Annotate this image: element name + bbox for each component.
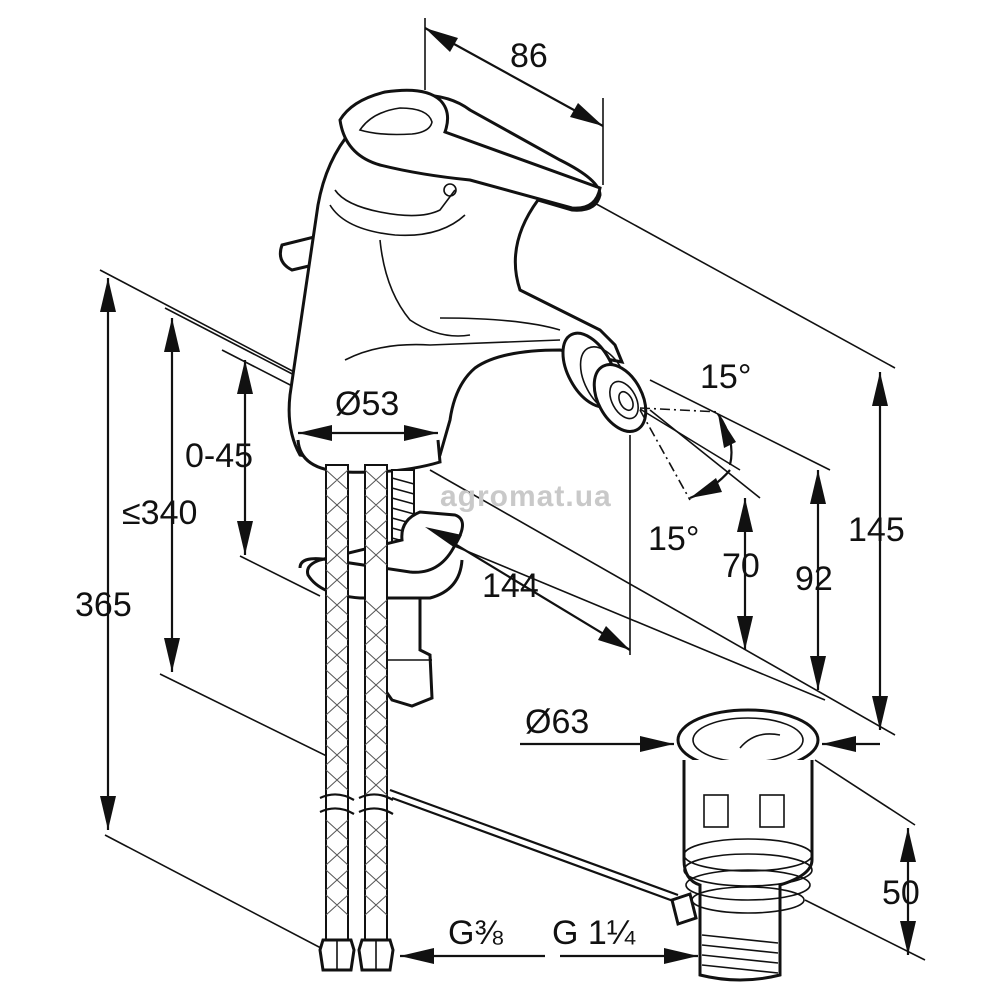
dim-deck-thickness: 0-45	[185, 437, 253, 475]
dim-waste-thread: G 1¼	[552, 914, 636, 952]
dim-spout-height: 92	[795, 560, 833, 598]
watermark: agromat.ua	[440, 480, 612, 513]
dim-max-height: ≤340	[122, 494, 197, 532]
faucet-body	[278, 88, 648, 474]
dim-tilt-down: 15°	[648, 520, 699, 558]
dim-deck-diameter: Ø53	[335, 385, 399, 423]
dimension-lines	[100, 27, 916, 964]
dimension-labels: 86 Ø53 0-45 ≤340 365 144 70 92 145 15° 1…	[75, 37, 920, 952]
dim-projection: 144	[482, 567, 539, 605]
dim-hose-thread: G⅜	[448, 914, 503, 952]
dim-total-height: 365	[75, 586, 132, 624]
dim-aerator-height: 70	[722, 547, 760, 585]
dim-spout-length: 86	[510, 37, 548, 75]
pop-up-waste	[670, 708, 820, 982]
dim-tilt-up: 15°	[700, 358, 751, 396]
flex-hoses	[318, 464, 395, 972]
dim-waste-height: 50	[882, 874, 920, 912]
extension-lines	[99, 18, 926, 961]
pop-up-rod	[389, 788, 679, 904]
dim-overall-height: 145	[848, 511, 905, 549]
dim-waste-diameter: Ø63	[525, 703, 589, 741]
